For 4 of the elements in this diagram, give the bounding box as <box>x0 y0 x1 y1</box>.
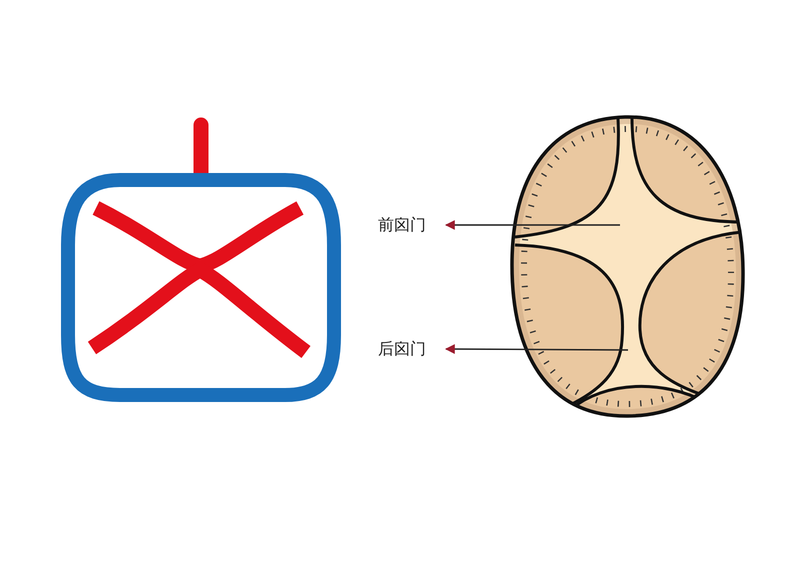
leader-line <box>445 344 628 354</box>
leader-line <box>445 220 620 230</box>
fontanel-label: 后囟门 <box>378 339 426 359</box>
fontanel-label: 前囟门 <box>378 215 426 235</box>
